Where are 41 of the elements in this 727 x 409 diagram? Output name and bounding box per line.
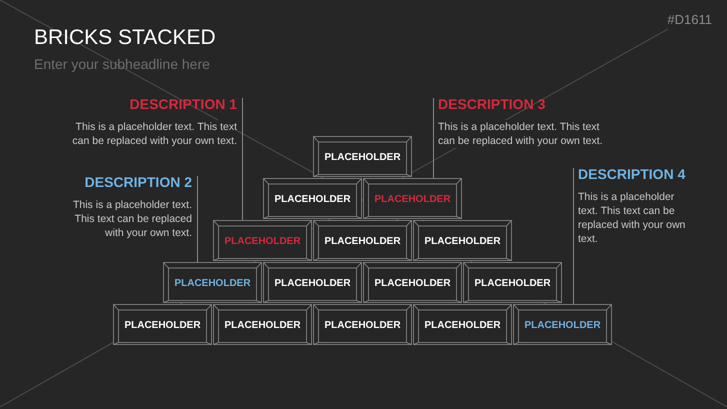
brick-label: PLACEHOLDER bbox=[124, 320, 201, 332]
leader-line bbox=[433, 98, 434, 178]
brick bbox=[363, 262, 462, 303]
brick bbox=[213, 304, 312, 345]
brick bbox=[263, 262, 362, 303]
brick bbox=[313, 136, 412, 177]
brick-label: PLACEHOLDER bbox=[224, 320, 301, 332]
brick-label: PLACEHOLDER bbox=[274, 278, 351, 290]
brick bbox=[213, 220, 312, 261]
description-heading: DESCRIPTION 4 bbox=[578, 166, 686, 183]
description-heading: DESCRIPTION 3 bbox=[438, 96, 546, 113]
brick-label: PLACEHOLDER bbox=[374, 194, 451, 206]
brick-label: PLACEHOLDER bbox=[424, 236, 501, 248]
brick bbox=[463, 262, 562, 303]
leader-line bbox=[242, 98, 243, 220]
brick bbox=[313, 220, 412, 261]
brick-label: PLACEHOLDER bbox=[224, 236, 301, 248]
brick-label: PLACEHOLDER bbox=[474, 278, 551, 290]
slide-title: BRICKS STACKED bbox=[34, 25, 216, 51]
brick-label: PLACEHOLDER bbox=[424, 320, 501, 332]
brick-label: PLACEHOLDER bbox=[524, 320, 601, 332]
brick bbox=[263, 178, 362, 219]
description-heading: DESCRIPTION 2 bbox=[84, 174, 192, 191]
leader-line bbox=[573, 168, 574, 304]
leader-line bbox=[197, 176, 198, 262]
brick bbox=[413, 220, 512, 261]
brick bbox=[413, 304, 512, 345]
brick-label: PLACEHOLDER bbox=[324, 236, 401, 248]
brick-label: PLACEHOLDER bbox=[324, 320, 401, 332]
description-heading: DESCRIPTION 1 bbox=[130, 96, 237, 113]
brick-label: PLACEHOLDER bbox=[324, 152, 401, 164]
subheadline: Enter your subheadline here bbox=[34, 55, 210, 74]
brick bbox=[113, 304, 212, 345]
brick-label: PLACEHOLDER bbox=[274, 194, 351, 206]
brick bbox=[163, 262, 262, 303]
brick-label: PLACEHOLDER bbox=[374, 278, 451, 290]
brick-label: PLACEHOLDER bbox=[174, 278, 251, 290]
brick bbox=[513, 304, 612, 345]
brick bbox=[363, 178, 462, 219]
brick bbox=[313, 304, 412, 345]
slide-code: #D1611 bbox=[667, 11, 712, 29]
